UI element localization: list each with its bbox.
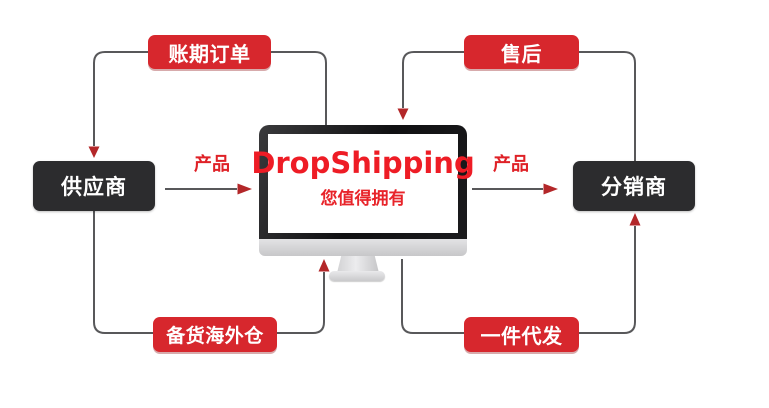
monitor-bezel: DropShipping 您值得拥有 (251, 125, 475, 239)
arrowhead-right-distributor-icon (543, 183, 558, 195)
monitor-stand-neck (337, 256, 379, 273)
arrowhead-down-supplier-icon (88, 146, 100, 158)
label-product-right: 产品 (493, 154, 529, 175)
pill-overseas-warehouse-stock: 备货海外仓 (153, 317, 277, 352)
arrowhead-right-monitor-icon (237, 183, 252, 195)
pill-after-sale: 售后 (464, 35, 579, 69)
label-product-left: 产品 (194, 154, 230, 175)
node-distributor: 分销商 (573, 161, 695, 211)
node-supplier: 供应商 (33, 161, 155, 211)
monitor-illustration: DropShipping 您值得拥有 (251, 125, 475, 281)
monitor-chin (259, 239, 467, 256)
monitor-stand-base (329, 271, 385, 281)
arrowhead-up-distributor-icon (629, 213, 641, 226)
pill-single-item-dropship: 一件代发 (464, 317, 579, 352)
arrowhead-down-monitor-icon (397, 108, 409, 120)
monitor-screen: DropShipping 您值得拥有 (251, 134, 475, 233)
screen-title: DropShipping (251, 146, 475, 180)
arrowhead-up-monitor-icon (318, 259, 330, 272)
screen-subtitle: 您值得拥有 (320, 189, 406, 209)
pill-credit-order: 账期订单 (148, 35, 271, 69)
